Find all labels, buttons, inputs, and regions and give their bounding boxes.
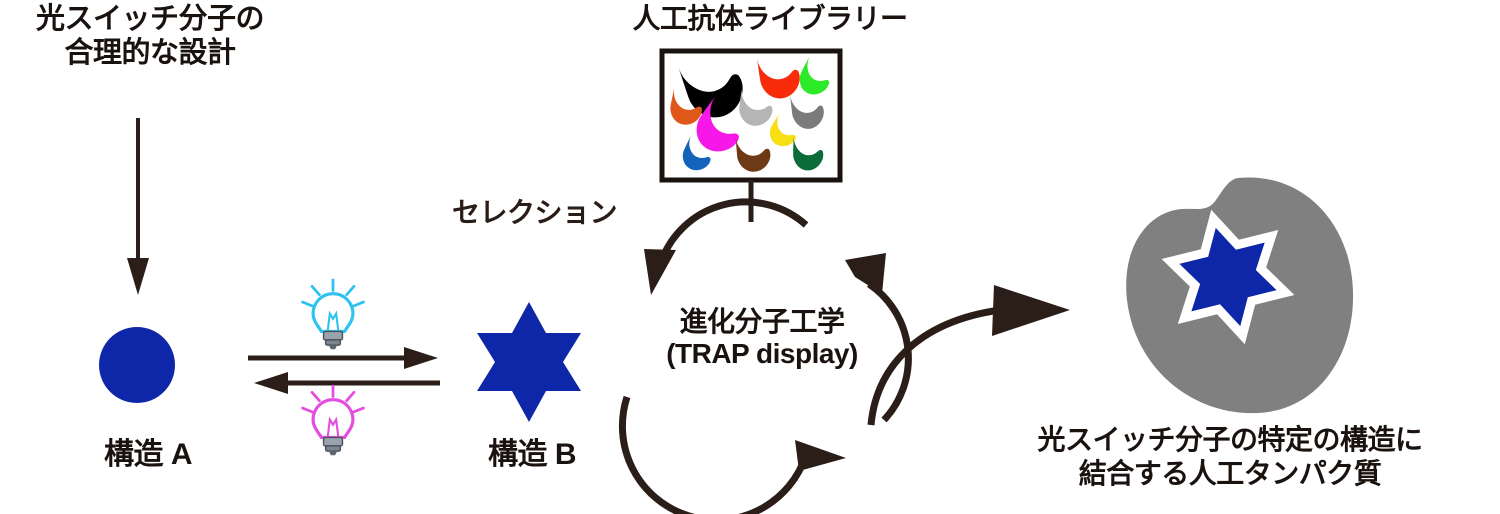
- structure-a-label: 構造 A: [104, 438, 193, 471]
- antibody-library-box: [659, 48, 843, 183]
- bound-blue-star-icon: [1161, 209, 1295, 345]
- product-protein-label: 光スイッチ分子の特定の構造に 結合する人工タンパク質: [1037, 424, 1423, 489]
- design-down-arrow: [127, 118, 149, 295]
- blue-circle-icon: [99, 327, 175, 403]
- evolution-cycle-label: 進化分子工学 (TRAP display): [666, 306, 858, 370]
- structure-b-label: 構造 B: [488, 438, 577, 471]
- lightbulb-cyan-icon: [301, 278, 365, 350]
- forward-reaction-arrow: [248, 347, 438, 369]
- blue-star-icon: [477, 302, 581, 422]
- cycle-output-arrow: [867, 285, 1070, 426]
- gray-protein-blob-icon: [1126, 177, 1354, 414]
- selection-label: セレクション: [452, 197, 618, 228]
- library-title: 人工抗体ライブラリー: [632, 3, 908, 34]
- reverse-reaction-arrow: [254, 372, 440, 394]
- page-title-rational-design: 光スイッチ分子の 合理的な設計: [35, 3, 265, 70]
- lightbulb-magenta-icon: [301, 384, 365, 456]
